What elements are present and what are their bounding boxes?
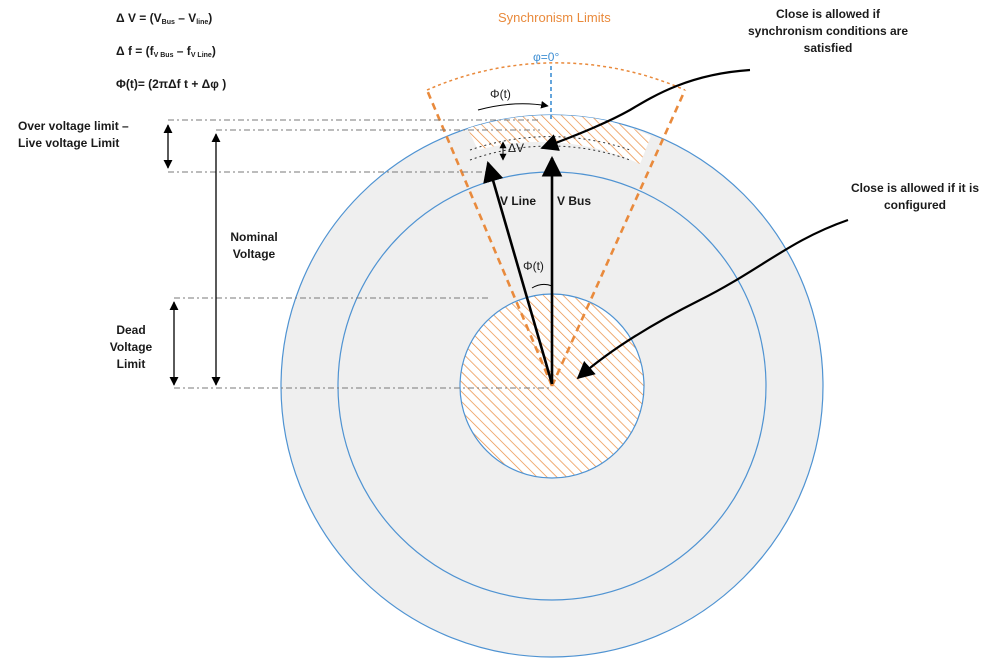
config-callout-curve <box>576 218 849 380</box>
synchronism-limits-label: Synchronism Limits <box>498 10 611 25</box>
dead-voltage-limit-label: Dead Voltage Limit <box>109 323 153 371</box>
v-line-phasor <box>483 161 554 385</box>
v-line-label: V Line <box>500 194 537 208</box>
phi-top-arc-arrow <box>477 100 549 111</box>
v-bus-label: V Bus <box>557 194 592 208</box>
sync-limit-right-line <box>550 89 687 387</box>
phi-top-label: Φ(t) <box>490 87 511 101</box>
close-sync-callout-label: Close is allowed if synchronism conditio… <box>747 7 909 55</box>
sync-limit-arc <box>426 62 686 91</box>
sync-limit-left-line <box>425 89 554 387</box>
delta-f-formula: Δ f = (fV Bus – fV Line) <box>116 44 216 59</box>
close-config-callout-label: Close is allowed if it is configured <box>850 181 980 212</box>
over-voltage-limit-label: Over voltage limit – Live voltage Limit <box>18 119 129 150</box>
phi-t-formula: Φ(t)= (2πΔf t + Δφ ) <box>116 77 227 91</box>
phi-angle-arc <box>531 283 553 289</box>
delta-v-formula: Δ V = (VBus – Vline) <box>116 11 213 26</box>
nominal-voltage-label: Nominal Voltage <box>230 230 278 261</box>
phi-mid-label: Φ(t) <box>523 259 544 273</box>
delta-v-label: ΔV <box>508 141 525 155</box>
phi-zero-label: φ=0° <box>533 50 560 64</box>
sync-callout-curve <box>540 68 751 151</box>
